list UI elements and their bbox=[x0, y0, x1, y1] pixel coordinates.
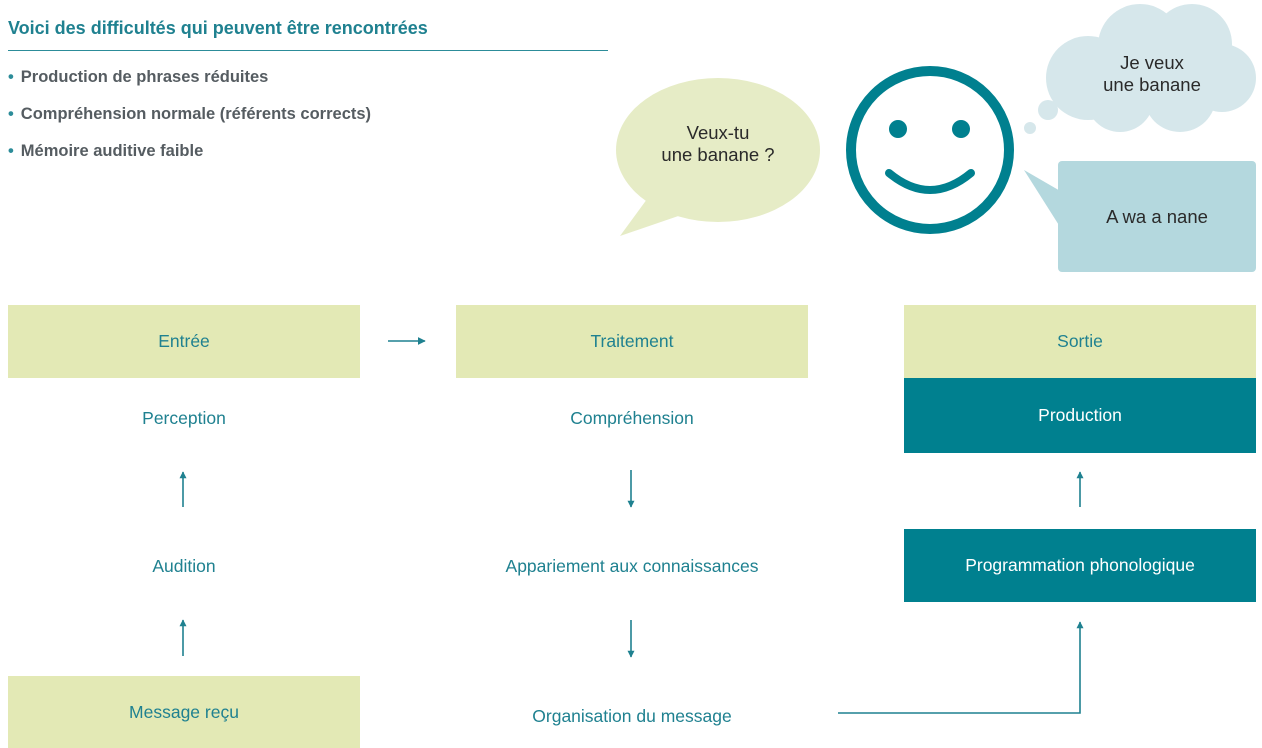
input-header: Entrée bbox=[8, 305, 360, 378]
message-organisation-label: Organisation du message bbox=[532, 705, 732, 726]
thought-cloud bbox=[1024, 4, 1256, 134]
difficulties-list: •Production de phrases réduites •Compréh… bbox=[8, 66, 371, 177]
comprehension-label: Compréhension bbox=[570, 407, 694, 428]
knowledge-matching-label: Appariement aux connaissances bbox=[505, 555, 759, 576]
message-received-box: Message reçu bbox=[8, 676, 360, 748]
bullet-icon: • bbox=[8, 142, 14, 160]
list-item: •Mémoire auditive faible bbox=[8, 142, 204, 160]
list-item: •Production de phrases réduites bbox=[8, 68, 269, 86]
output-header: Sortie bbox=[904, 305, 1256, 378]
bullet-icon: • bbox=[8, 105, 14, 123]
smiley-face-icon bbox=[846, 66, 1014, 234]
processing-header: Traitement bbox=[456, 305, 808, 378]
page-title: Voici des difficultés qui peuvent être r… bbox=[8, 18, 428, 38]
question-bubble-text: Veux-tu une banane ? bbox=[661, 122, 775, 165]
speech-box-text: A wa a nane bbox=[1106, 206, 1208, 227]
connector-organisation-to-programming bbox=[838, 621, 1084, 714]
bullet-icon: • bbox=[8, 68, 14, 86]
thought-cloud-text: Je veux une banane bbox=[1103, 52, 1201, 95]
title-divider bbox=[8, 50, 608, 51]
speech-box bbox=[1024, 161, 1256, 272]
audition-label: Audition bbox=[152, 555, 216, 576]
perception-label: Perception bbox=[142, 407, 226, 428]
phonological-programming-box: Programmation phonologique bbox=[904, 529, 1256, 602]
list-item: •Compréhension normale (référents correc… bbox=[8, 105, 372, 123]
production-box: Production bbox=[904, 378, 1256, 453]
question-bubble bbox=[616, 78, 820, 236]
